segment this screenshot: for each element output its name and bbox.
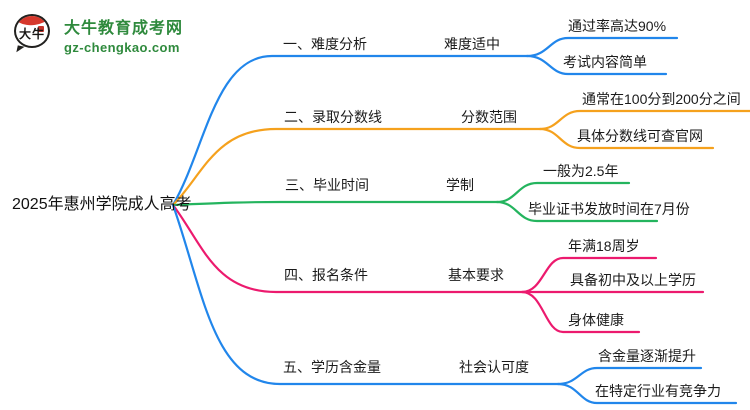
branch3-leaf: 毕业证书发放时间在7月份 <box>528 201 690 217</box>
branch4-topic: 四、报名条件 <box>284 267 368 283</box>
branch4-leaf: 具备初中及以上学历 <box>570 272 696 288</box>
branch3-leaf2-line <box>495 200 659 223</box>
branch2-leaf: 通常在100分到200分之间 <box>582 91 741 107</box>
logo-texts: 大牛教育成考网 gz-chengkao.com <box>64 14 183 55</box>
branch3-leaf: 一般为2.5年 <box>543 163 619 179</box>
branch5-subtopic: 社会认可度 <box>459 359 529 375</box>
branch3-subtopic: 学制 <box>446 177 474 193</box>
branch1-topic: 一、难度分析 <box>283 36 367 52</box>
branch2-leaf: 具体分数线可查官网 <box>577 128 703 144</box>
branch3-main-line <box>171 200 499 207</box>
branch4-subtopic: 基本要求 <box>448 267 504 283</box>
site-logo: 大牛 大牛教育成考网 gz-chengkao.com <box>14 14 183 56</box>
branch4-main-line <box>171 203 705 294</box>
branch1-leaf1-line <box>525 36 679 58</box>
branch4-leaf3-line <box>520 290 641 334</box>
branch1-leaf: 考试内容简单 <box>563 54 647 70</box>
site-url: gz-chengkao.com <box>64 40 180 55</box>
logo-red-seal <box>38 26 44 32</box>
branch3-leaf1-line <box>495 181 631 204</box>
branch2-main-line <box>171 127 542 207</box>
branch5-topic: 五、学历含金量 <box>283 359 381 375</box>
branch2-leaf1-line <box>538 109 750 131</box>
branch5-leaf1-line <box>556 366 703 386</box>
branch5-leaf2-line <box>556 382 738 405</box>
root-node: 2025年惠州学院成人高考 <box>12 196 192 213</box>
branch1-main-line <box>171 54 529 207</box>
branch5-main-line <box>171 203 560 386</box>
logo-icon: 大牛 <box>14 14 56 56</box>
branch4-leaf: 年满18周岁 <box>568 238 640 254</box>
logo-speech-bubble-icon: 大牛 <box>14 14 50 48</box>
branch4-leaf1-line <box>520 256 658 294</box>
branch1-leaf2-line <box>525 54 668 76</box>
branch3-topic: 三、毕业时间 <box>285 177 369 193</box>
branch2-topic: 二、录取分数线 <box>284 109 382 125</box>
logo-icon-text: 大牛 <box>18 27 45 41</box>
branch5-leaf: 含金量逐渐提升 <box>598 348 696 364</box>
branch1-subtopic: 难度适中 <box>444 36 500 52</box>
site-name: 大牛教育成考网 <box>64 20 184 37</box>
branch5-leaf: 在特定行业有竞争力 <box>595 383 721 399</box>
branch2-leaf2-line <box>538 127 715 150</box>
branch4-leaf: 身体健康 <box>568 312 624 328</box>
branch2-subtopic: 分数范围 <box>461 109 517 125</box>
branch1-leaf: 通过率高达90% <box>568 18 667 34</box>
logo-bubble-tail <box>16 45 25 54</box>
